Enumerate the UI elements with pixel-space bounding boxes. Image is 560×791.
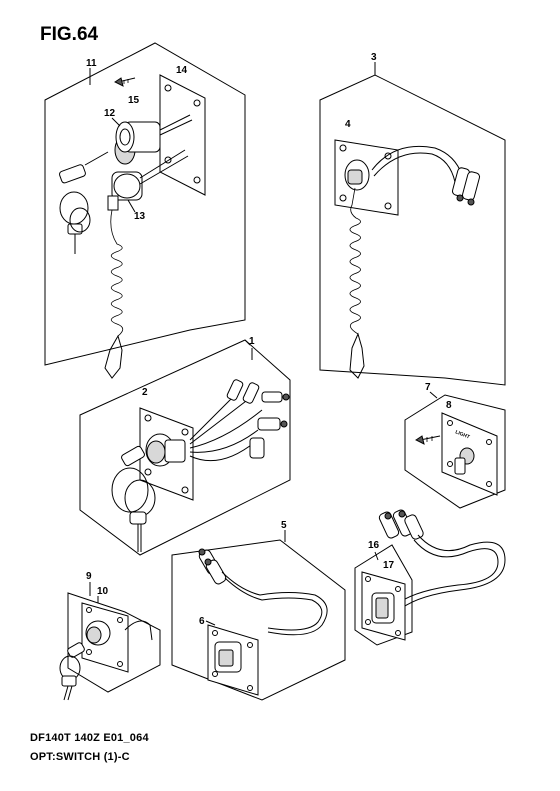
callout-16: 16 <box>368 540 380 551</box>
assembly-9-frame <box>67 592 161 693</box>
leader-7 <box>429 391 438 399</box>
lanyard-clip <box>104 334 123 379</box>
switch-plate-label: LIGHT <box>454 429 470 440</box>
leader-1 <box>244 339 251 346</box>
callout-15: 15 <box>128 95 140 106</box>
callout-6: 6 <box>199 616 205 627</box>
callout-5: 5 <box>281 520 287 531</box>
assembly-5-frame <box>171 539 346 701</box>
callout-17: 17 <box>383 560 395 571</box>
callout-7: 7 <box>425 382 431 393</box>
callout-10: 10 <box>97 586 109 597</box>
callout-2: 2 <box>142 387 148 398</box>
callout-3: 3 <box>371 52 377 63</box>
callout-9: 9 <box>86 571 92 582</box>
assembly-7: LIGHT <box>404 391 506 509</box>
assembly-11 <box>44 42 246 379</box>
assembly-5 <box>171 530 346 701</box>
assembly-7-frame <box>404 394 506 509</box>
figure-title: FIG.64 <box>40 24 99 45</box>
assembly-1 <box>79 339 291 556</box>
drawing-caption: OPT:SWITCH (1)-C <box>30 751 130 763</box>
lanyard-coil-3 <box>349 187 361 335</box>
lanyard-clip-3 <box>349 332 365 379</box>
assembly-9 <box>59 582 161 701</box>
callout-1: 1 <box>249 336 255 347</box>
lanyard-coil <box>110 209 124 337</box>
callout-8: 8 <box>446 400 452 411</box>
callout-4: 4 <box>345 119 351 130</box>
stop-switch-13 <box>113 173 141 199</box>
assembly-3 <box>319 62 506 386</box>
assembly-16-frame <box>354 544 413 646</box>
assembly-11-frame <box>44 42 246 366</box>
callout-12: 12 <box>104 108 116 119</box>
callout-11: 11 <box>86 58 97 69</box>
assembly-16 <box>354 509 506 646</box>
callout-14: 14 <box>176 65 188 76</box>
drawing-code: DF140T 140Z E01_064 <box>30 732 149 744</box>
callout-13: 13 <box>134 211 146 222</box>
leader-16 <box>374 551 379 561</box>
